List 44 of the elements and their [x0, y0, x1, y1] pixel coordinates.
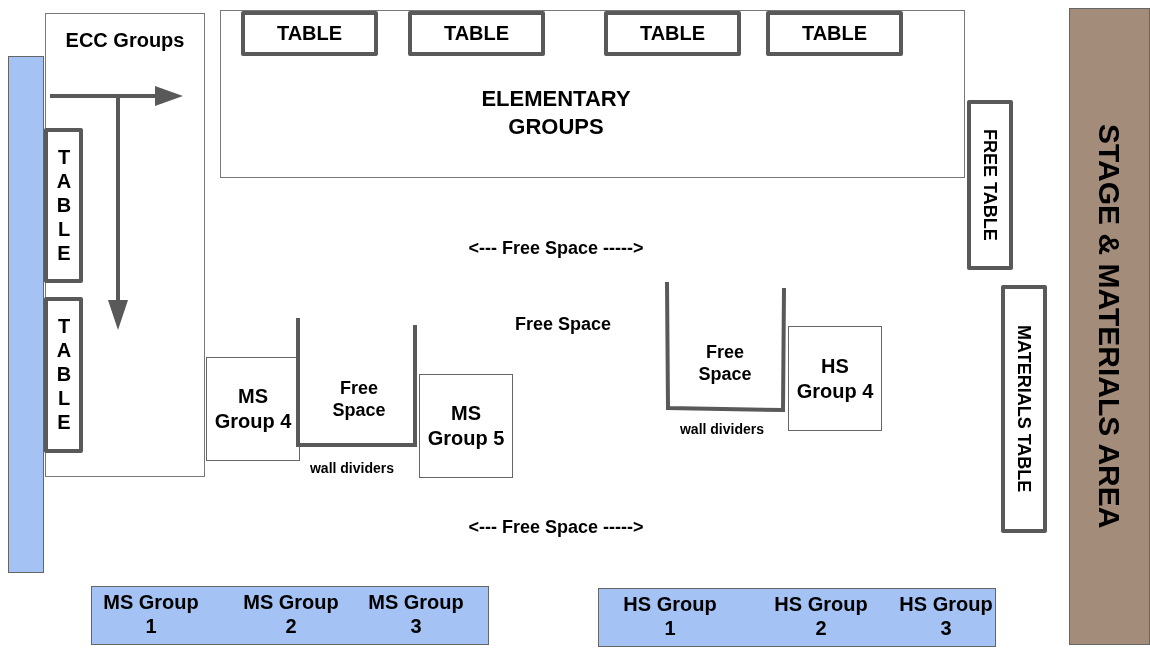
group-label: HS Group 3 [898, 592, 994, 640]
zone-title: ELEMENTARY GROUPS [480, 85, 632, 140]
table-label: TABLE [801, 21, 868, 46]
free-space-label: <--- Free Space -----> [468, 236, 644, 260]
free-space-label: <--- Free Space -----> [468, 515, 644, 539]
table-label: TABLE [443, 21, 510, 46]
table-label: TABLE [52, 315, 76, 435]
table-label: TABLE [276, 21, 343, 46]
table-outline [967, 100, 1013, 270]
table-outline [408, 11, 545, 56]
table-outline [766, 11, 903, 56]
table-outline [44, 128, 83, 283]
divider-label: wall dividers [679, 421, 764, 439]
group-table-outline [206, 357, 300, 461]
zone-outline [45, 13, 205, 477]
group-label: MS Group 5 [426, 401, 506, 451]
wall-strip [8, 56, 44, 573]
table-label: MATERIALS TABLE [1013, 325, 1036, 493]
zone-title: ECC Groups [64, 28, 186, 53]
free-space-label: Free Space [331, 376, 387, 422]
table-label: TABLE [639, 21, 706, 46]
free-space-label: Free Space [697, 340, 753, 386]
stage-area [1069, 8, 1150, 645]
table-outline [44, 297, 83, 453]
group-label: MS Group 4 [213, 384, 293, 434]
table-outline [241, 11, 378, 56]
group-label: MS Group 3 [367, 590, 465, 638]
seating-bar [598, 588, 996, 647]
zone-outline [220, 10, 965, 178]
group-label: HS Group 2 [773, 592, 869, 640]
table-outline [1001, 285, 1047, 533]
group-label: MS Group 1 [102, 590, 200, 638]
group-label: HS Group 4 [795, 353, 875, 404]
table-outline [604, 11, 741, 56]
group-label: MS Group 2 [242, 590, 340, 638]
divider-label: wall dividers [309, 460, 394, 478]
free-space-label: Free Space [514, 312, 612, 336]
table-label: TABLE [52, 145, 76, 266]
stage-label: STAGE & MATERIALS AREA [1092, 124, 1128, 529]
group-table-outline [419, 374, 513, 478]
group-label: HS Group 1 [622, 592, 718, 640]
group-table-outline [788, 326, 882, 431]
seating-bar [91, 586, 489, 645]
table-label: FREE TABLE [979, 129, 1002, 241]
